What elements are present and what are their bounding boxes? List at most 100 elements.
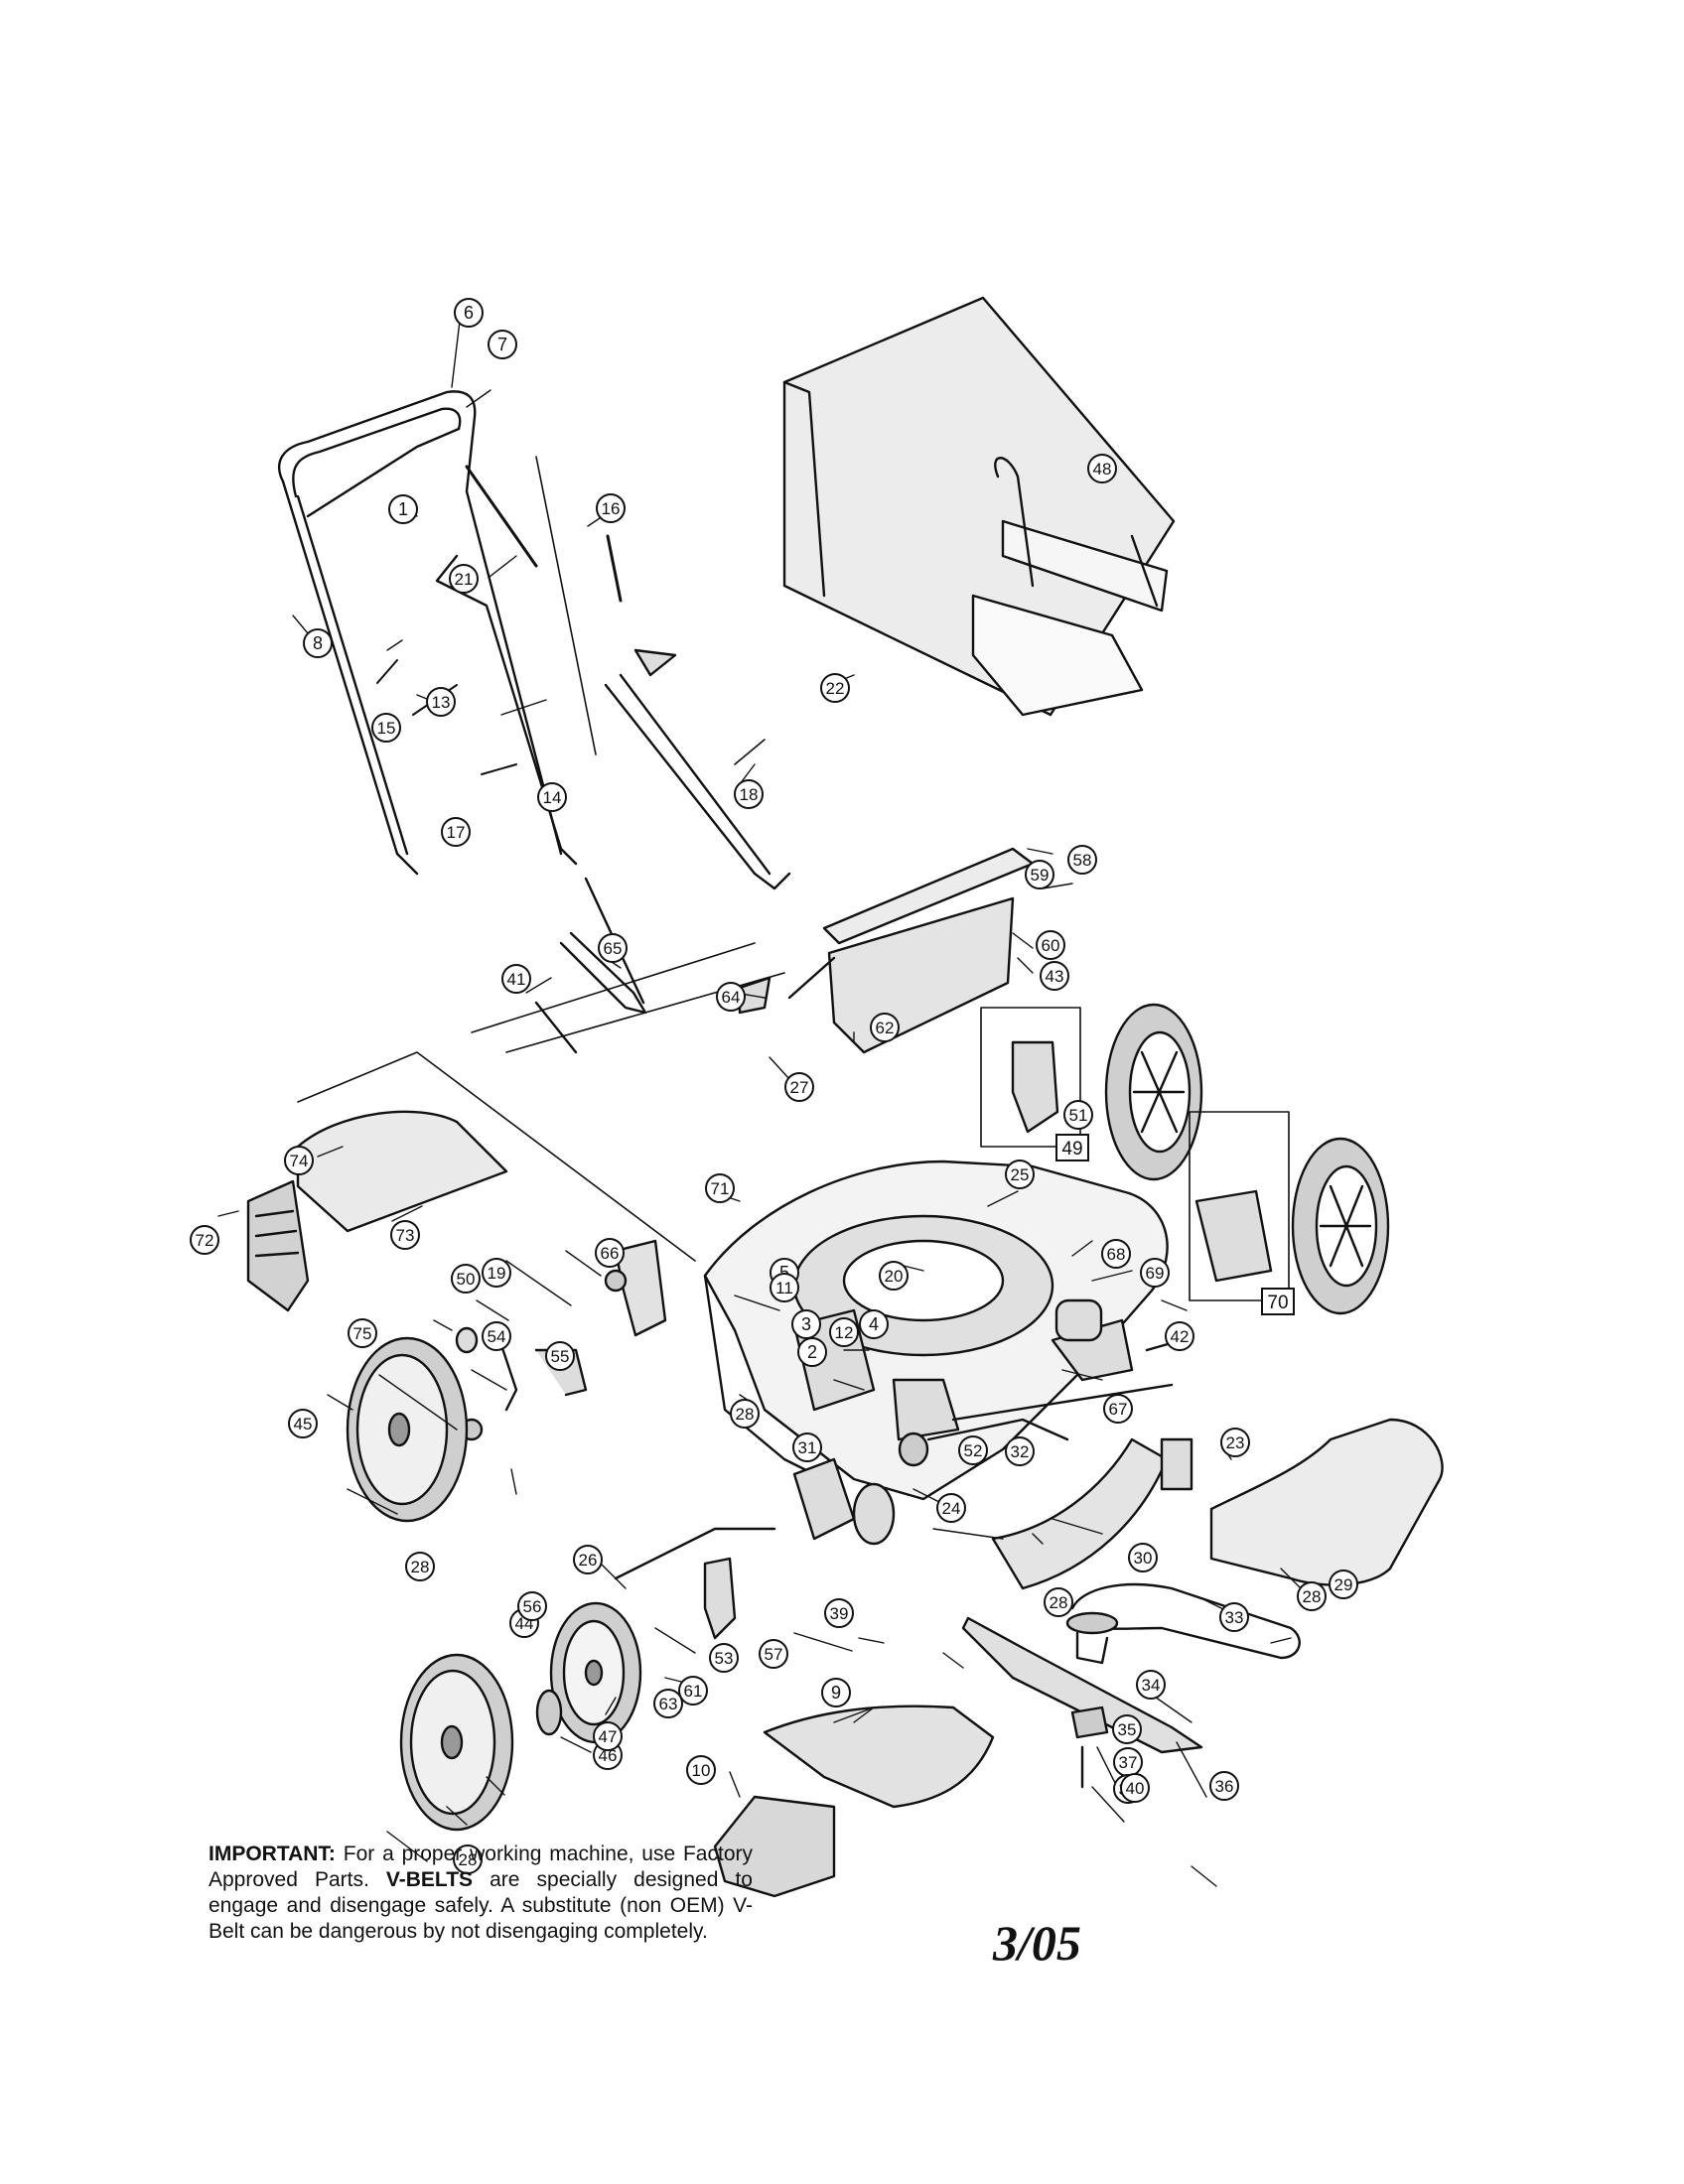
callout-circle xyxy=(596,493,626,523)
callout-label: 28 xyxy=(411,1558,430,1576)
callout-28: 28 xyxy=(1044,1587,1073,1617)
callout-label: 18 xyxy=(740,785,759,804)
callout-label: 75 xyxy=(353,1324,372,1343)
callout-67: 67 xyxy=(1103,1394,1133,1424)
callout-circle xyxy=(686,1755,716,1785)
callout-circle xyxy=(1209,1771,1239,1801)
callout-28: 28 xyxy=(453,1844,483,1874)
callout-22: 22 xyxy=(820,673,850,703)
callout-28: 28 xyxy=(730,1399,760,1429)
callout-label: 51 xyxy=(1069,1106,1088,1125)
callout-circle xyxy=(501,964,531,994)
callout-28: 28 xyxy=(405,1552,435,1581)
callout-label: 63 xyxy=(659,1695,678,1713)
callout-circle xyxy=(1101,1239,1131,1269)
callout-circle xyxy=(824,1598,854,1628)
callout-64: 64 xyxy=(716,982,746,1012)
callout-circle xyxy=(441,817,471,847)
callout-label: 28 xyxy=(1303,1587,1322,1606)
callout-label: 20 xyxy=(885,1267,904,1286)
callout-48: 48 xyxy=(1087,454,1117,483)
callout-42: 42 xyxy=(1165,1321,1194,1351)
callout-circle xyxy=(792,1433,822,1462)
callout-62: 62 xyxy=(870,1013,900,1042)
callout-27: 27 xyxy=(784,1072,814,1102)
callout-53: 53 xyxy=(709,1643,739,1673)
callout-circle xyxy=(348,1318,377,1348)
callout-circle xyxy=(388,494,418,524)
callout-52: 52 xyxy=(958,1435,988,1465)
callout-55: 55 xyxy=(545,1341,575,1371)
callout-label: 47 xyxy=(599,1727,618,1746)
rear-wheel-upper xyxy=(980,1003,1390,1315)
callout-circle xyxy=(598,933,628,963)
callout-11: 11 xyxy=(770,1273,799,1302)
callout-circle xyxy=(791,1309,821,1339)
callout-circle xyxy=(958,1435,988,1465)
front-axle-assembly xyxy=(614,1418,1069,1640)
callout-label: 48 xyxy=(1093,460,1112,478)
callout-circle xyxy=(859,1309,889,1339)
callout-label: 54 xyxy=(488,1327,506,1346)
callout-label: 31 xyxy=(798,1438,817,1457)
callout-15: 15 xyxy=(371,713,401,743)
callout-label: 22 xyxy=(826,679,845,698)
callout-label: 37 xyxy=(1119,1753,1138,1772)
callout-circle xyxy=(797,1337,827,1367)
callout-label: 34 xyxy=(1142,1676,1161,1695)
callout-59: 59 xyxy=(1025,860,1054,889)
callout-18: 18 xyxy=(734,779,764,809)
callout-23: 23 xyxy=(1220,1428,1250,1457)
callout-58: 58 xyxy=(1067,845,1097,875)
callout-circle xyxy=(730,1399,760,1429)
callout-label: 58 xyxy=(1073,851,1092,870)
callout-label: 12 xyxy=(835,1323,854,1342)
callout-33: 33 xyxy=(1219,1602,1249,1632)
callout-label: 49 xyxy=(1061,1139,1082,1160)
callout-circle xyxy=(1329,1570,1358,1599)
callout-circle xyxy=(1005,1160,1035,1189)
callout-circle xyxy=(1025,860,1054,889)
callout-47: 47 xyxy=(593,1721,623,1751)
callout-label: 66 xyxy=(601,1244,620,1263)
callout-circle xyxy=(936,1493,966,1523)
callout-circle xyxy=(449,564,479,594)
callout-label: 56 xyxy=(523,1597,542,1616)
callout-label: 41 xyxy=(507,970,526,989)
callout-label: 46 xyxy=(599,1746,618,1765)
callout-40: 40 xyxy=(1120,1773,1150,1803)
callout-circle xyxy=(1087,454,1117,483)
callout-label: 62 xyxy=(876,1019,895,1037)
callout-label: 60 xyxy=(1042,936,1060,955)
callout-12: 12 xyxy=(829,1317,859,1347)
callout-circle xyxy=(1120,1773,1150,1803)
callout-circle xyxy=(870,1013,900,1042)
callout-26: 26 xyxy=(573,1545,603,1574)
callout-circle xyxy=(1297,1581,1327,1611)
callout-label: 21 xyxy=(455,570,474,589)
callout-71: 71 xyxy=(705,1173,735,1203)
callout-circle xyxy=(1005,1436,1035,1466)
callout-label: 35 xyxy=(1118,1720,1137,1739)
callout-circle xyxy=(1140,1258,1170,1288)
callout-66: 66 xyxy=(595,1238,625,1268)
vbelts-label: V-BELTS xyxy=(385,1868,474,1891)
handle-assembly xyxy=(278,390,791,1054)
callout-label: 11 xyxy=(775,1279,793,1297)
callout-32: 32 xyxy=(1005,1436,1035,1466)
callout-circle xyxy=(288,1409,318,1438)
callout-circle xyxy=(303,628,333,658)
note-text-part1: For a proper working machine, use Factor… xyxy=(209,1843,753,1891)
callout-70: 70 xyxy=(1261,1288,1295,1315)
callout-label: 16 xyxy=(602,499,621,518)
callout-label: 72 xyxy=(196,1231,214,1250)
callout-35: 35 xyxy=(1112,1714,1142,1744)
callout-circle xyxy=(879,1261,909,1291)
callout-label: 27 xyxy=(790,1078,809,1097)
callout-circle xyxy=(573,1545,603,1574)
callout-circle xyxy=(1040,961,1069,991)
callout-50: 50 xyxy=(451,1264,481,1294)
callout-31: 31 xyxy=(792,1433,822,1462)
grass-catcher-bag xyxy=(782,296,1176,717)
callout-label: 69 xyxy=(1146,1264,1165,1283)
